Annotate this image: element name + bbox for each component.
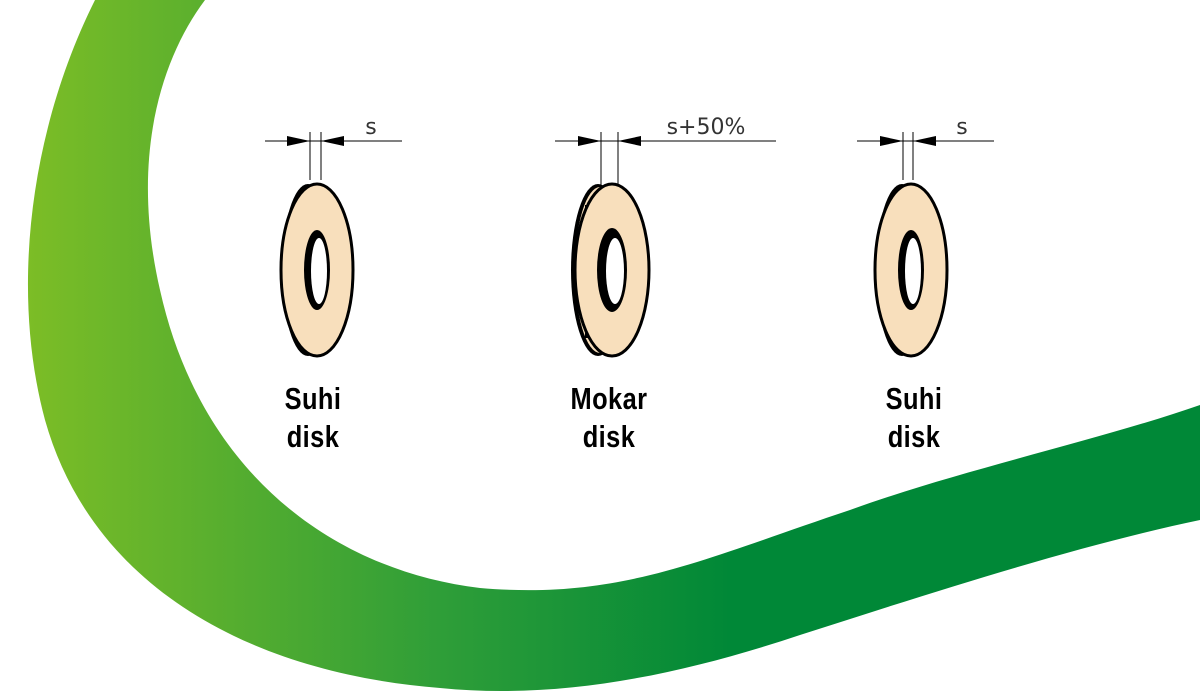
arrow-left-icon — [321, 136, 344, 146]
disk-label-mokar: Mokar disk — [543, 380, 674, 456]
thickness-label: s+50% — [667, 115, 746, 140]
arrow-right-icon — [880, 136, 903, 146]
thickness-dimension: s+50% — [555, 115, 776, 185]
disk-label-line2: disk — [286, 419, 340, 454]
washer-icon — [873, 182, 949, 358]
thickness-label: s — [956, 115, 967, 140]
disk-label-line1: Suhi — [284, 381, 342, 416]
washer-icon — [279, 182, 355, 358]
arrow-right-icon — [578, 136, 601, 146]
washer-icon — [571, 182, 651, 358]
thickness-dimension: s — [265, 115, 402, 180]
disk-suhi-right: s — [857, 115, 994, 358]
green-swoosh — [27, 0, 1200, 692]
disk-label-line1: Mokar — [570, 381, 648, 416]
thickness-dimension: s — [857, 115, 994, 180]
arrow-left-icon — [913, 136, 936, 146]
disk-label-suhi-right: Suhi disk — [848, 380, 979, 456]
disk-label-line1: Suhi — [885, 381, 943, 416]
thickness-label: s — [365, 115, 376, 140]
arrow-left-icon — [618, 136, 641, 146]
disk-mokar: s+50% — [555, 115, 776, 358]
disk-label-line2: disk — [582, 419, 636, 454]
disk-label-suhi-left: Suhi disk — [247, 380, 378, 456]
disk-label-line2: disk — [887, 419, 941, 454]
disk-suhi-left: s — [265, 115, 402, 358]
arrow-right-icon — [287, 136, 310, 146]
